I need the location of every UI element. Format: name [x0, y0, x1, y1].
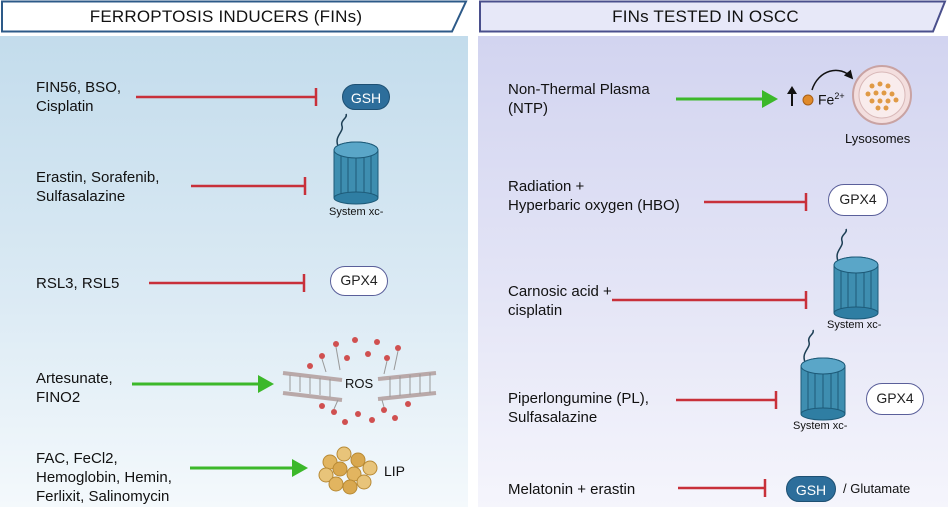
right-row-4-label: Piperlongumine (PL), Sulfasalazine [508, 389, 649, 427]
right-header-title: FINs TESTED IN OSCC [612, 7, 799, 26]
right-row-3-label: Carnosic acid + cisplatin [508, 282, 612, 320]
right-row-1-line-1: Non-Thermal Plasma [508, 81, 650, 98]
right-row-3-line-1: Carnosic acid + [508, 283, 612, 300]
left-row-4-line-2: FINO2 [36, 389, 81, 406]
left-row-3-inhibit-arrow [149, 274, 306, 292]
right-row-1-lysosomes-label: Lysosomes [845, 131, 911, 146]
left-row-2-system-xc-transporter-icon [333, 113, 379, 205]
left-row-5-line-2: Hemoglobin, Hemin, [36, 469, 172, 486]
right-row-2-label: Radiation + Hyperbaric oxygen (HBO) [508, 177, 680, 215]
left-row-4-line-1: Artesunate, [36, 370, 113, 387]
right-row-3-inhibit-arrow [612, 291, 808, 309]
right-row-1-activate-arrow [676, 90, 778, 108]
left-row-1-label: FIN56, BSO, Cisplatin [36, 78, 121, 116]
left-header-shape [1, 0, 468, 33]
left-row-3-target-gpx4: GPX4 [330, 266, 388, 296]
iron-ion-icon [802, 94, 814, 106]
right-row-5-extra-label: / Glutamate [843, 481, 911, 496]
left-header: FERROPTOSIS INDUCERS (FINs) [0, 0, 468, 33]
left-row-5-activate-arrow [190, 459, 308, 477]
ros-membrane-icon [282, 337, 437, 425]
right-row-1-line-2: (NTP) [508, 100, 548, 117]
lysosome-icon [852, 65, 912, 125]
right-row-1-fe-label: Fe2+ [818, 91, 845, 108]
left-panel [0, 36, 468, 507]
left-row-2-target-label: System xc- [329, 206, 384, 218]
left-row-5-label: FAC, FeCl2, Hemoglobin, Hemin, Ferlixit,… [36, 449, 172, 506]
right-row-4-line-2: Sulfasalazine [508, 409, 598, 426]
right-row-5-target-gsh: GSH [786, 476, 836, 502]
right-row-4-system-xc-transporter-icon [800, 329, 846, 421]
up-arrow-icon [787, 86, 797, 106]
right-row-2-target-gpx4: GPX4 [828, 184, 888, 216]
left-row-5-line-3: Ferlixit, Salinomycin [36, 488, 170, 505]
right-row-2-line-2: Hyperbaric oxygen (HBO) [508, 197, 680, 214]
lip-iron-cluster-icon [318, 446, 378, 495]
left-row-5-target-lip: LIP [384, 463, 406, 479]
left-row-2-inhibit-arrow [191, 177, 307, 195]
left-row-1-line-1: FIN56, BSO, [36, 79, 122, 96]
left-row-4-label: Artesunate, FINO2 [36, 369, 113, 407]
left-row-2-line-2: Sulfasalazine [36, 188, 126, 205]
fe-charge: 2+ [834, 91, 845, 101]
right-row-4-line-1: Piperlongumine (PL), [508, 390, 649, 407]
fe-symbol: Fe [818, 91, 835, 108]
left-header-title: FERROPTOSIS INDUCERS (FINs) [89, 7, 363, 26]
right-row-3-system-xc-transporter-icon [833, 228, 879, 320]
left-row-1-line-2: Cisplatin [36, 98, 94, 115]
right-row-1-label: Non-Thermal Plasma (NTP) [508, 80, 650, 118]
right-row-4-target-label: System xc- [793, 420, 848, 432]
right-row-2-line-1: Radiation + [508, 178, 585, 195]
left-row-1-target-gsh: GSH [342, 84, 390, 110]
left-row-5-line-1: FAC, FeCl2, [36, 450, 118, 467]
right-row-3-target-label: System xc- [827, 319, 882, 331]
left-row-1-inhibit-arrow [136, 88, 318, 106]
right-row-5-line-1: Melatonin + erastin [508, 481, 636, 498]
right-row-5-inhibit-arrow [678, 479, 767, 497]
left-row-2-label: Erastin, Sorafenib, Sulfasalazine [36, 168, 159, 206]
curved-arrow-icon [811, 69, 854, 91]
left-row-3-label: RSL3, RSL5 [36, 274, 119, 293]
right-header-shape [479, 0, 947, 33]
right-row-4-extra-gpx4: GPX4 [866, 383, 924, 415]
left-row-2-line-1: Erastin, Sorafenib, [36, 169, 160, 186]
left-row-3-line-1: RSL3, RSL5 [36, 275, 120, 292]
right-row-2-inhibit-arrow [704, 193, 808, 211]
left-row-4-activate-arrow [132, 375, 274, 393]
right-row-3-line-2: cisplatin [508, 302, 563, 319]
left-row-4-target-ros: ROS [345, 376, 374, 391]
right-header: FINs TESTED IN OSCC [478, 0, 948, 33]
right-row-4-inhibit-arrow [676, 391, 778, 409]
right-row-5-label: Melatonin + erastin [508, 480, 635, 499]
